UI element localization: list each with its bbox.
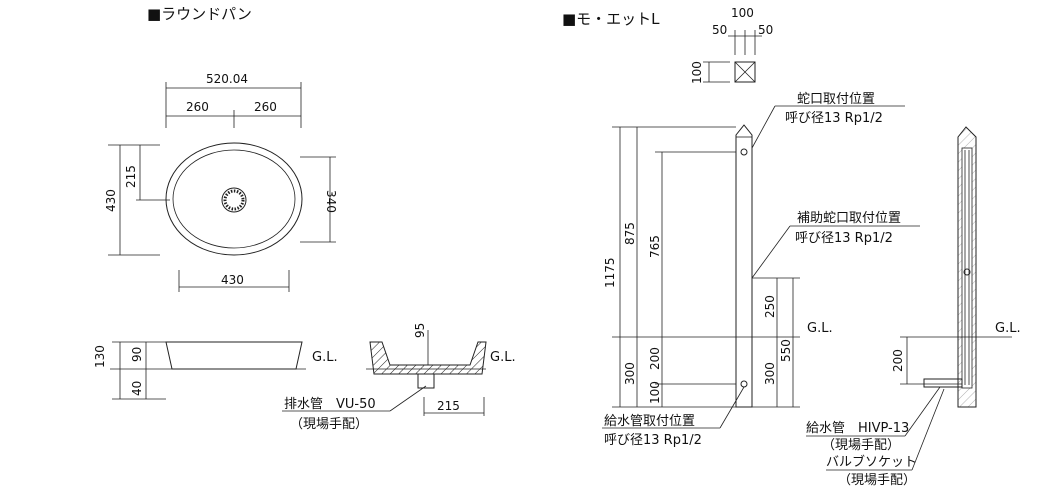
dim-765: 765 [648,235,662,258]
dim-260-right: 260 [254,100,277,114]
dim-215: 215 [124,165,138,188]
faucet-port-icon [740,148,748,156]
gl-label-post-center: G.L. [807,321,833,336]
dim-100-top: 100 [731,6,754,20]
valve-socket-icon [923,378,963,388]
pan-side-view [110,341,306,400]
faucet-position-label: 蛇口取付位置 [797,92,875,107]
dim-260-left: 260 [186,100,209,114]
title-mo-et-l: ■モ・エットL [562,10,660,28]
dim-215-section: 215 [437,399,460,413]
dim-100-side: 100 [690,61,704,84]
pan-top-view [108,82,336,292]
dim-95: 95 [413,323,427,338]
aux-port-icon [963,268,971,276]
dim-300-left: 300 [623,362,637,385]
faucet-position-spec: 呼び径13 Rp1/2 [785,111,883,126]
dim-520: 520.04 [206,72,248,86]
dim-250: 250 [763,295,777,318]
dim-550: 550 [779,339,793,362]
dim-1175: 1175 [603,257,617,288]
dim-100-low: 100 [648,381,662,404]
dim-300-right: 300 [763,362,777,385]
valve-socket-label: バルブソケット [826,454,917,470]
supply-port-icon [740,380,748,388]
supply-position-spec: 呼び径13 Rp1/2 [604,433,702,448]
dim-200-left: 200 [648,347,662,370]
drain-pipe-note: （現場手配） [290,417,368,432]
supply-pipe-note: （現場手配） [822,438,900,453]
dim-90: 90 [130,347,144,362]
aux-faucet-label: 補助蛇口取付位置 [797,211,901,226]
dim-40: 40 [130,381,144,396]
post-top-view [703,30,762,83]
drain-grate-icon [223,189,245,211]
gl-label-pan-left: G.L. [312,350,338,365]
drain-leader [389,385,427,412]
dim-130: 130 [93,345,107,368]
dim-430-v: 430 [104,189,118,212]
dim-50-left: 50 [712,23,727,37]
drain-pipe-label: 排水管 VU-50 [284,397,376,412]
post-front-view [602,105,920,429]
dim-875: 875 [623,222,637,245]
gl-label-pan-right: G.L. [490,350,516,365]
pan-section-view [282,330,487,416]
dim-50-right: 50 [758,23,773,37]
title-round-pan: ■ラウンドパン [147,5,252,23]
valve-socket-note: （現場手配） [838,473,916,488]
supply-position-label: 給水管取付位置 [604,414,695,429]
post-section-view [806,126,1012,471]
aux-faucet-spec: 呼び径13 Rp1/2 [795,231,893,246]
supply-pipe-label: 給水管 HIVP-13 [806,421,909,436]
dim-430-h: 430 [221,273,244,287]
dim-200-section: 200 [891,349,905,372]
dim-340: 340 [324,190,338,213]
gl-label-post-right: G.L. [995,321,1021,336]
